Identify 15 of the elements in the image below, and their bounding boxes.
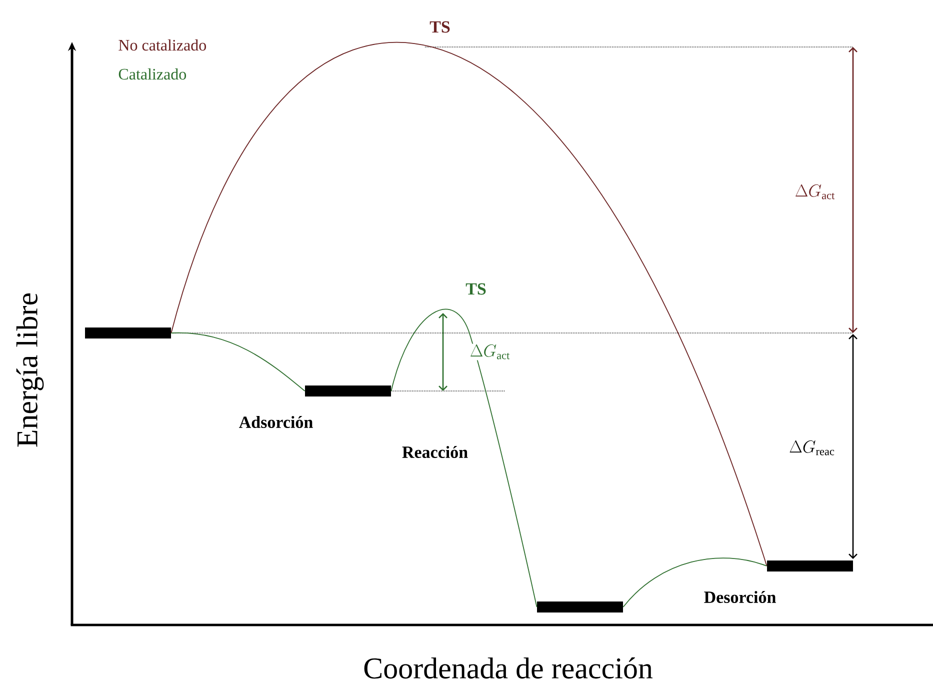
energy-curve	[622, 558, 768, 608]
delta-g-label: $\Delta G_{\mathrm{act}}$	[794, 184, 836, 200]
energy-curve	[170, 332, 306, 392]
ts-label: TS	[466, 283, 486, 295]
energy-level-bar	[767, 560, 853, 572]
energy-level-bar	[305, 386, 391, 396]
energy-level-bar	[85, 328, 171, 338]
step-label: Reacción	[402, 446, 468, 458]
legend-text: Catalizado	[118, 68, 186, 80]
energy-curve	[390, 308, 538, 608]
legend-text: No catalizado	[118, 39, 206, 51]
energy-level-bar	[537, 602, 623, 612]
ts-label: TS	[430, 21, 450, 33]
delta-g-label: $\Delta G_{\mathrm{act}}$	[468, 344, 512, 360]
delta-g-label: $\Delta G_{\mathrm{reac}}$	[788, 440, 836, 456]
